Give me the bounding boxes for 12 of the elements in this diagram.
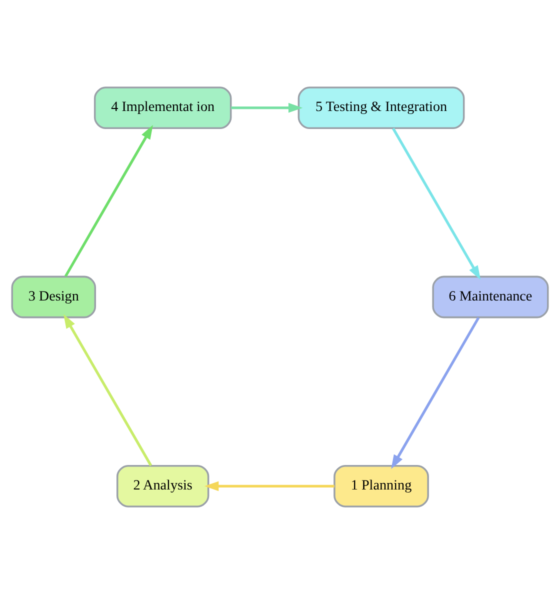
arrow — [204, 481, 334, 492]
arrow — [391, 316, 480, 470]
node-box: 3 Design — [11, 276, 96, 318]
node-box: 5 Testing & Integration — [298, 86, 465, 130]
node-box: 4 Implementat ion — [94, 86, 232, 130]
arrow — [64, 314, 152, 466]
arrow — [392, 128, 481, 280]
node-box: 2 Analysis — [116, 464, 210, 508]
arrow — [231, 102, 303, 113]
node-box: 1 Planning — [334, 464, 429, 508]
node-box: 6 Maintenance — [432, 276, 549, 318]
arrow — [64, 124, 153, 278]
